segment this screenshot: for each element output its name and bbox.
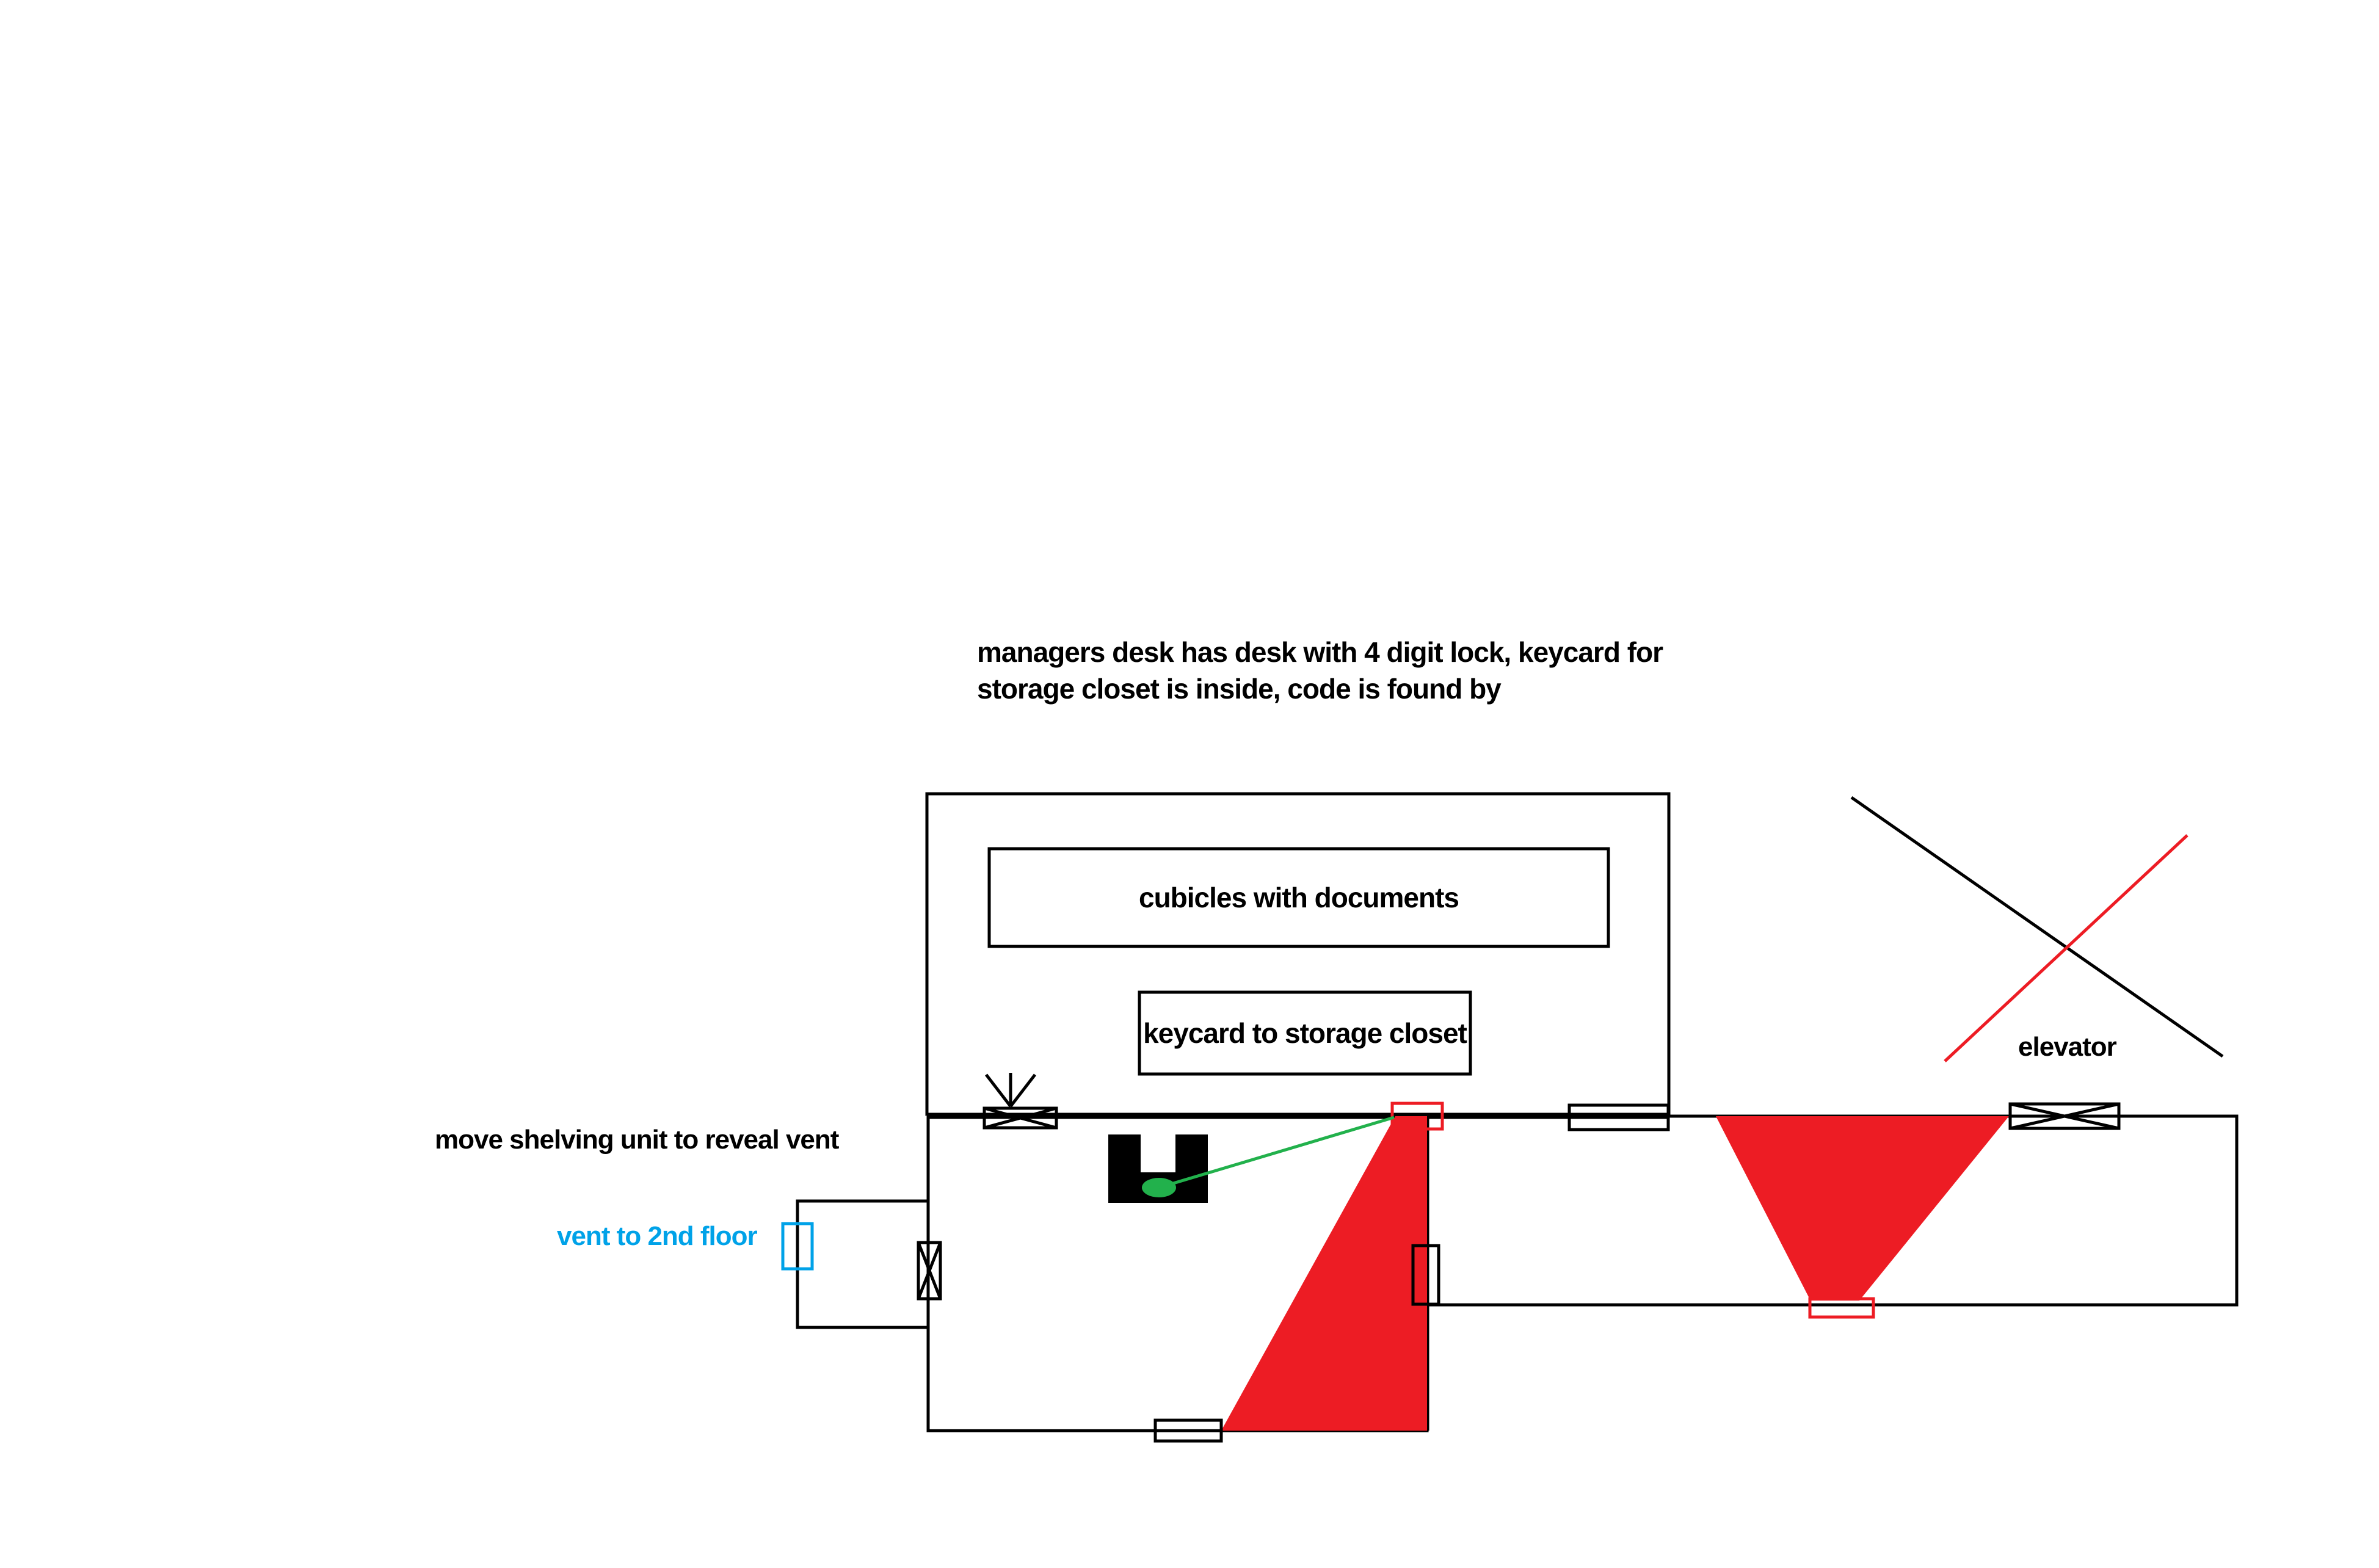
keycard-label: keycard to storage closet [1139, 992, 1470, 1074]
cross-line-red [1944, 834, 2188, 1062]
door-elevator [2008, 1102, 2121, 1130]
camera-link [1158, 1116, 1395, 1189]
cubicles-box [987, 847, 1610, 948]
manager-desk-note: managers desk has desk with 4 digit lock… [977, 634, 1663, 707]
elevator-label: elevator [2018, 1032, 2117, 1062]
vent-label: vent to 2nd floor [557, 1221, 758, 1251]
door-left-room-right [1411, 1244, 1440, 1306]
door-office-left [982, 1106, 1058, 1130]
desk-icon [1108, 1134, 1208, 1203]
manager-note-line2: storage closet is inside, code is found … [977, 673, 1502, 705]
camera-cone-right [1716, 1116, 2009, 1301]
cross-line-black [1850, 796, 2224, 1058]
camera-cone-left [1221, 1116, 1427, 1431]
door-left-room-bottom [1153, 1418, 1223, 1443]
cubicles-text: cubicles with documents [1139, 882, 1459, 913]
shelving-label: move shelving unit to reveal vent [435, 1125, 839, 1155]
vent-room [796, 1199, 930, 1329]
door-vent-room [917, 1241, 942, 1301]
vent-icon [781, 1222, 814, 1271]
keycard-text: keycard to storage closet [1143, 1017, 1467, 1049]
camera-icon [1390, 1102, 1444, 1131]
manager-note-line1: managers desk has desk with 4 digit lock… [977, 636, 1663, 668]
camera-icon [1808, 1297, 1875, 1319]
keycard-box [1138, 990, 1472, 1076]
arrow-down-icon [985, 1073, 1036, 1108]
cubicles-label: cubicles with documents [989, 849, 1608, 946]
door-office-right [1567, 1103, 1670, 1131]
